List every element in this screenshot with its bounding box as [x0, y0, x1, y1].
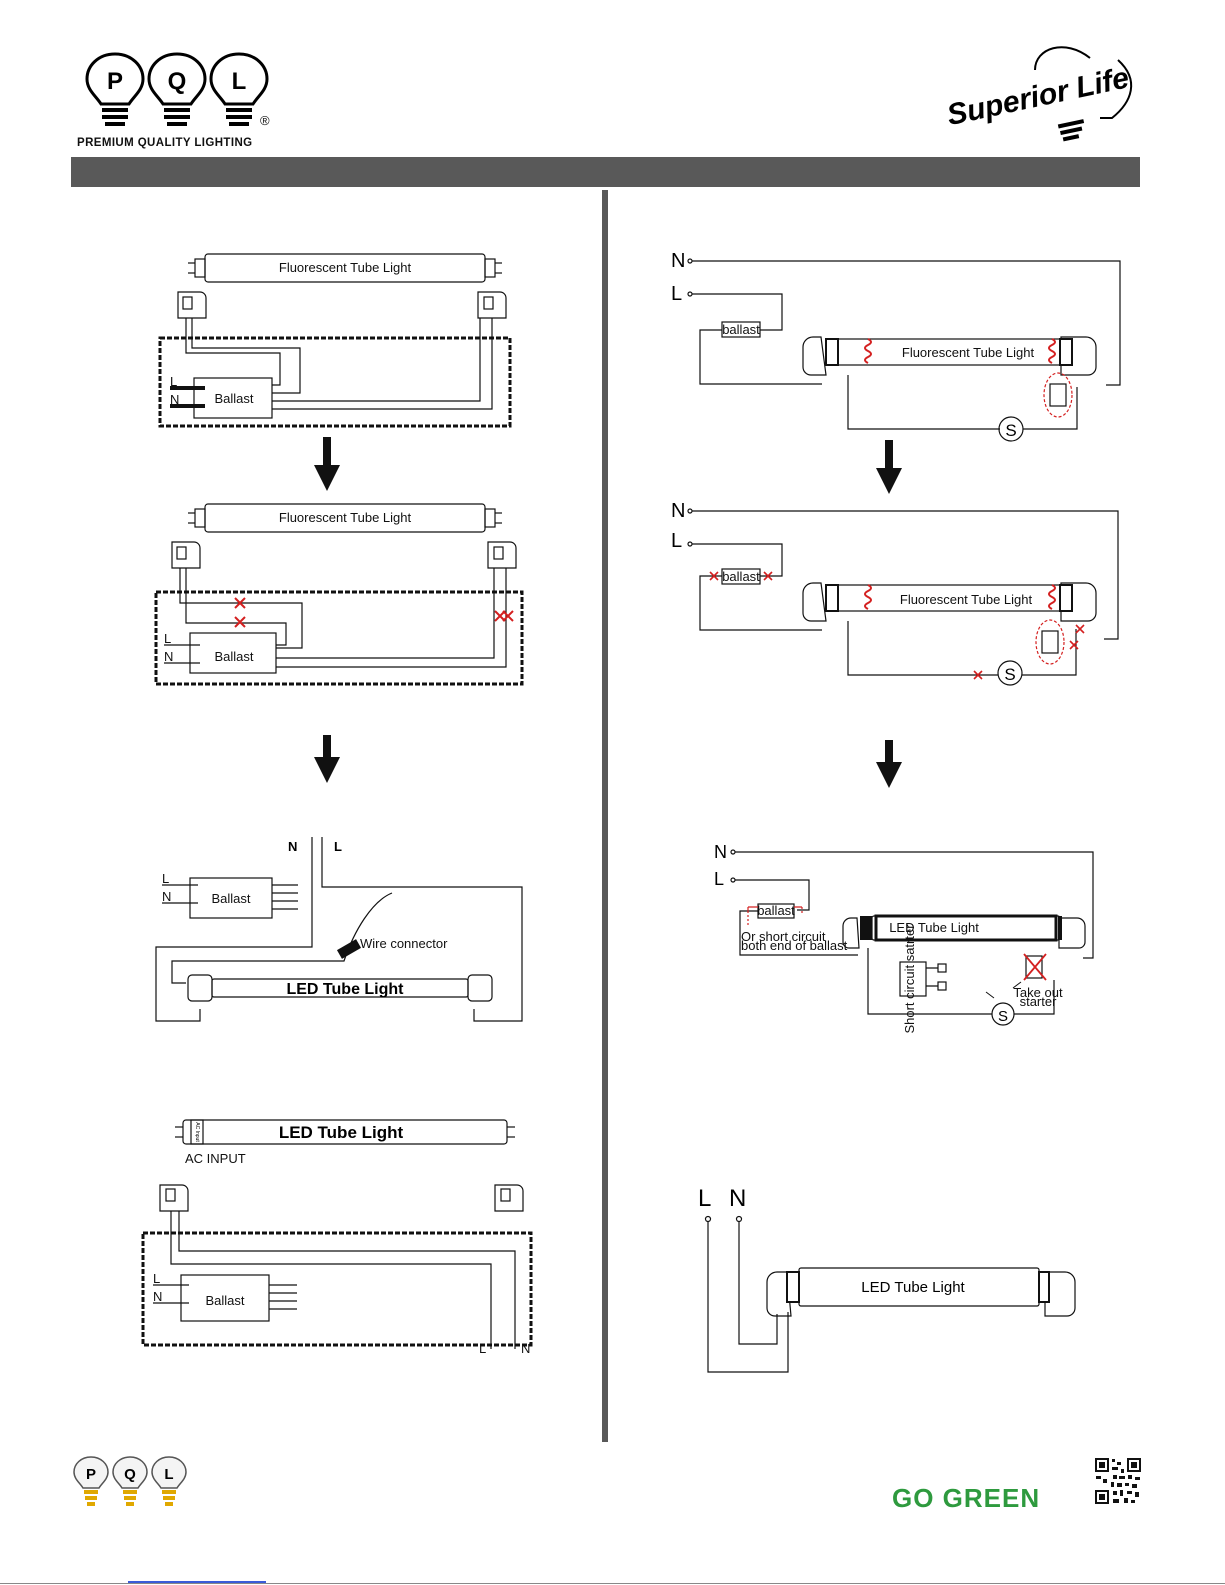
right-step3-take-out-1: Take out — [1013, 985, 1063, 1000]
left-step4-diagram: AC Input LED Tube Light AC INPUT Ballast… — [141, 1119, 533, 1356]
right-step3-short-note-1: Or short circuit — [741, 929, 826, 944]
left-step3-n-label: N — [162, 889, 171, 904]
go-green-text: GO GREEN — [892, 1483, 1040, 1513]
left-step3-diagram: N L Ballast L N Wire connector LED Tube … — [155, 837, 523, 1022]
right-step3-tube-label: LED Tube Light — [889, 920, 979, 935]
bulb-letter-q: Q — [168, 68, 187, 95]
right-step2-l: L — [671, 530, 682, 552]
right-step2-diagram: N L ballast Fluorescent Tube Light S — [671, 500, 1119, 686]
superior-life-text: Superior Life — [944, 61, 1132, 132]
right-step2-ballast: ballast — [722, 569, 760, 584]
left-step1-n-label: N — [170, 392, 179, 407]
right-step4-diagram: L N LED Tube Light — [698, 1185, 1076, 1373]
right-step1-ballast: ballast — [722, 322, 760, 337]
right-step3-take-out-2: starter — [1020, 994, 1058, 1009]
brand-tagline: PREMIUM QUALITY LIGHTING — [77, 137, 253, 149]
footer-letter-q: Q — [124, 1466, 136, 1483]
right-step2-n: N — [671, 500, 685, 522]
left-step2-n-label: N — [164, 649, 173, 664]
left-step3-n-top: N — [288, 839, 297, 854]
left-step2-l-label: L — [164, 631, 171, 646]
registered-mark: ® — [260, 113, 270, 128]
left-step4-l-bottom: L — [479, 1341, 486, 1356]
pql-bulbs-graphic: P Q L — [85, 52, 269, 126]
down-arrow-icon — [876, 740, 902, 788]
left-step2-tube-label: Fluorescent Tube Light — [279, 510, 412, 525]
bulb-letter-l: L — [232, 68, 247, 95]
footer-letter-l: L — [164, 1466, 173, 1483]
qr-code-icon — [1094, 1457, 1142, 1505]
superior-life-graphic: Superior Life — [944, 46, 1133, 142]
left-step2-ballast-label: Ballast — [214, 649, 253, 664]
left-step4-ballast-label: Ballast — [205, 1293, 244, 1308]
go-green-logo: GO GREEN — [892, 1483, 1040, 1513]
right-step3-diagram: N L ballast Or short circuit both end of… — [714, 842, 1094, 1033]
footer-link-underline — [128, 1581, 266, 1583]
right-step1-diagram: N L ballast Fluorescent Tube Light S — [671, 250, 1121, 442]
right-step4-l: L — [698, 1185, 711, 1212]
down-arrow-icon — [314, 437, 340, 491]
left-step3-tube-label: LED Tube Light — [286, 981, 404, 998]
right-step3-short-note-2: both end of ballast — [741, 938, 848, 953]
left-step3-ballast-label: Ballast — [211, 891, 250, 906]
superior-life-logo: Superior Life — [940, 40, 1140, 150]
right-step3-short-starter: Short circuit satrter — [902, 924, 917, 1033]
left-step1-diagram: Fluorescent Tube Light Ballast L N — [158, 253, 512, 428]
down-arrow-icon — [314, 735, 340, 783]
left-step1-l-label: L — [170, 374, 177, 389]
right-step3-n: N — [714, 842, 727, 862]
left-step1-ballast-label: Ballast — [214, 391, 253, 406]
right-step2-tube-label: Fluorescent Tube Light — [900, 592, 1033, 607]
footer-rule — [0, 1583, 1225, 1584]
right-step1-l: L — [671, 283, 682, 305]
footer-pql-logo: P Q L — [73, 1456, 187, 1506]
left-step3-connector-label: Wire connector — [360, 936, 448, 951]
left-step1-tube-label: Fluorescent Tube Light — [279, 260, 412, 275]
right-step1-tube-label: Fluorescent Tube Light — [902, 345, 1035, 360]
down-arrow-icon — [876, 440, 902, 494]
column-divider — [602, 190, 608, 1442]
pql-logo: P Q L — [84, 52, 274, 136]
left-step4-n-bottom: N — [521, 1341, 530, 1356]
header-band — [71, 157, 1140, 187]
bulb-letter-p: P — [107, 68, 123, 95]
right-step4-tube-label: LED Tube Light — [861, 1279, 965, 1296]
left-step4-ac-input: AC INPUT — [185, 1151, 246, 1166]
left-step4-n-label: N — [153, 1289, 162, 1304]
left-step4-end-cap: AC Input — [194, 1122, 200, 1142]
left-step3-l-top: L — [334, 839, 342, 854]
right-step1-n: N — [671, 250, 685, 272]
left-step2-diagram: Fluorescent Tube Light Ballast L N — [154, 503, 524, 686]
left-step4-tube-label: LED Tube Light — [279, 1123, 404, 1142]
left-step4-l-label: L — [153, 1271, 160, 1286]
right-step3-ballast: ballast — [757, 903, 795, 918]
right-step4-n: N — [729, 1185, 746, 1212]
right-step1-starter: S — [1005, 421, 1016, 440]
footer-letter-p: P — [86, 1466, 96, 1483]
right-step3-starter: S — [998, 1008, 1008, 1025]
right-step3-l: L — [714, 869, 724, 889]
right-step2-starter: S — [1004, 665, 1015, 684]
left-step3-l-label: L — [162, 871, 169, 886]
